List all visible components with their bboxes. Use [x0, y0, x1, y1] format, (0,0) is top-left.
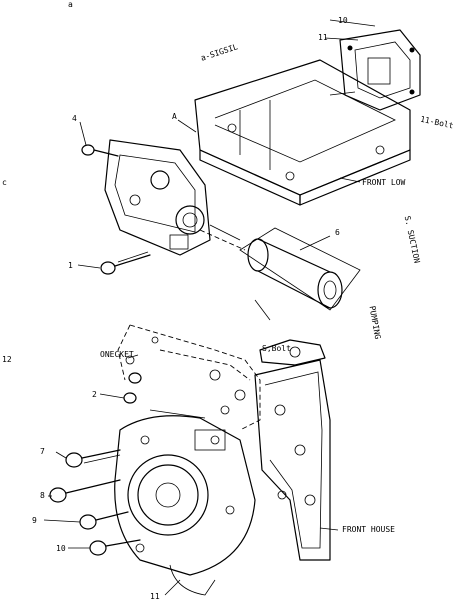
callout-part-9: 9 [32, 516, 37, 525]
callout-part-1: 1 [68, 261, 73, 270]
callout-part-2: 2 [92, 390, 97, 399]
callout-part-10-bottom: 10 [56, 544, 66, 553]
front-housing-plate [254, 359, 339, 561]
callout-right-label-mid: FRONT LOW [362, 178, 406, 187]
lower-bolts [49, 449, 141, 556]
upper-housing [194, 59, 411, 206]
callout-part-8: 8 [40, 491, 45, 500]
callout-edge-mark: c [2, 178, 7, 187]
callout-part-a: A [172, 112, 177, 121]
callout-part-filter: 6 [335, 228, 340, 237]
callout-bottom-label: FRONT HOUSE [342, 525, 395, 534]
callout-part-12: 12 [2, 355, 12, 364]
filter-head [104, 139, 241, 256]
leader-lines [43, 119, 361, 596]
pump-body [114, 415, 256, 596]
filter-element [199, 227, 361, 321]
callout-mid-label-right: S,Bolt [262, 344, 291, 353]
gasket-outline [117, 324, 261, 431]
callout-part-11-bottom: 11 [150, 592, 160, 601]
upper-left-bolts [81, 144, 151, 275]
callout-top-left-mark: a [68, 0, 73, 9]
callout-part-10-top: 10 [338, 16, 348, 25]
middle-fittings [99, 339, 326, 419]
callout-part-11-top: 11 [318, 33, 328, 42]
callout-mid-label: ONECKET [100, 350, 134, 359]
callout-part-7: 7 [40, 447, 45, 456]
callout-part-4: 4 [72, 114, 77, 123]
top-right-flange [324, 19, 421, 111]
